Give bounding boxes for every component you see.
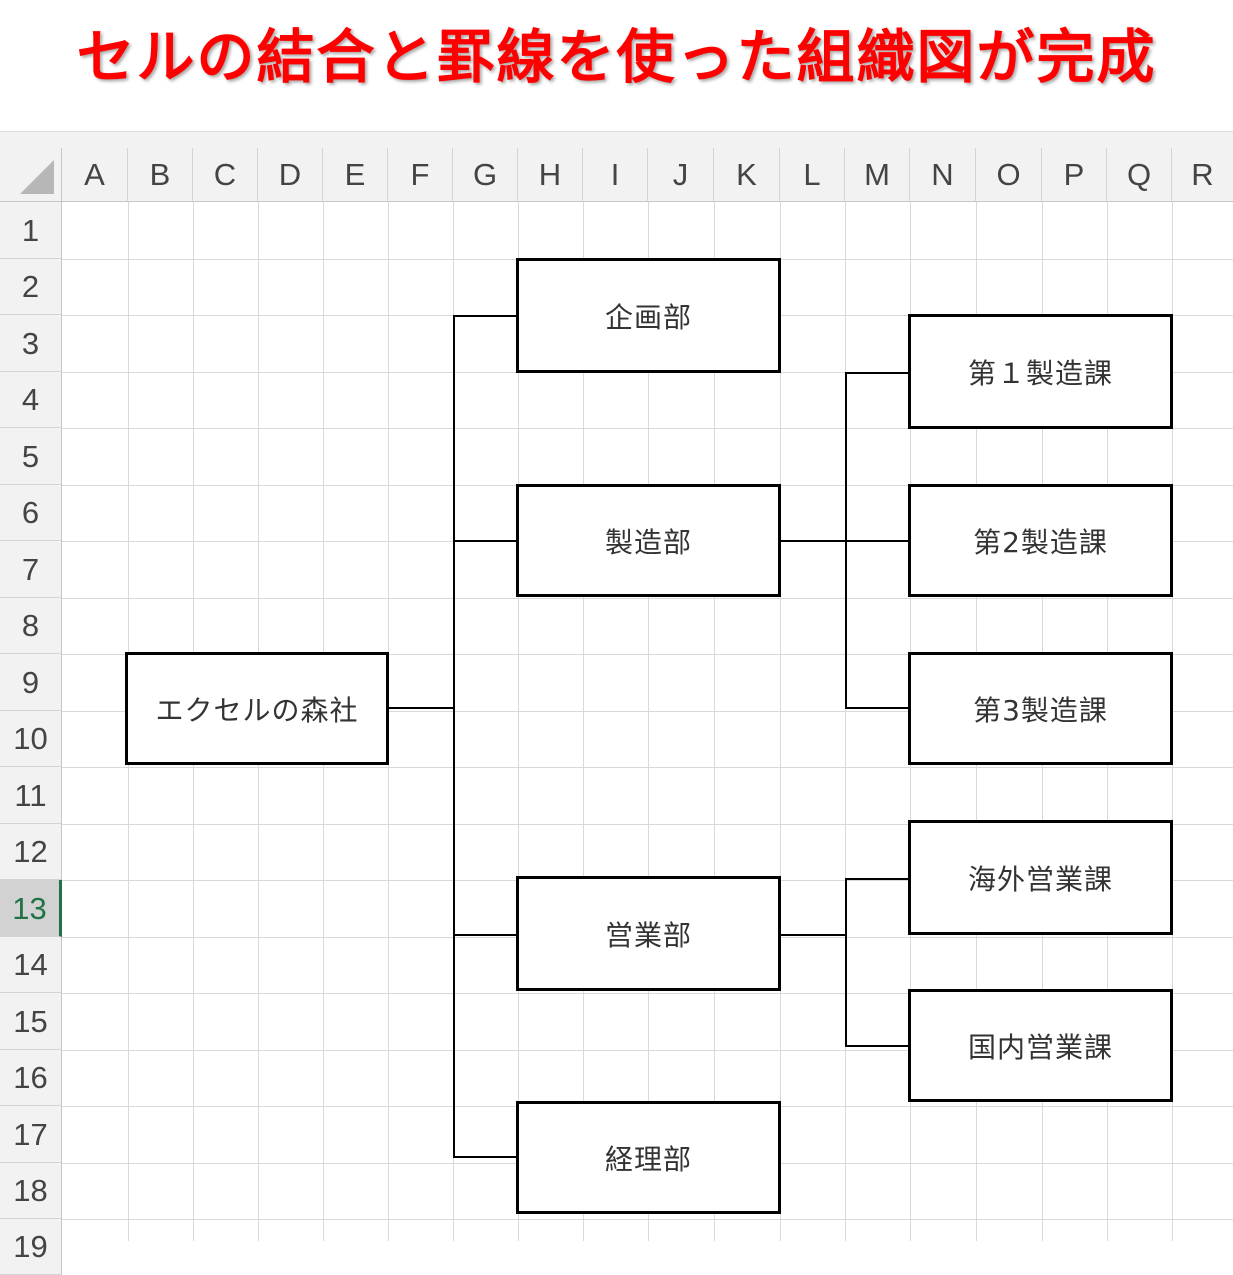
gridline xyxy=(845,202,846,1241)
org-box-label: エクセルの森社 xyxy=(155,693,359,727)
org-box-label: 製造部 xyxy=(604,525,692,559)
row-header-12[interactable]: 12 xyxy=(0,824,62,880)
column-header-p[interactable]: P xyxy=(1042,148,1107,202)
column-header-a[interactable]: A xyxy=(62,148,128,202)
row-header-9[interactable]: 9 xyxy=(0,654,62,711)
row-header-4[interactable]: 4 xyxy=(0,372,62,428)
gridline xyxy=(648,202,649,1241)
row-header-13[interactable]: 13 xyxy=(0,880,62,937)
page-title: セルの結合と罫線を使った組織図が完成 xyxy=(76,23,1157,91)
org-box-mfg2[interactable]: 第2製造課 xyxy=(908,484,1173,597)
spreadsheet: A B C D E F G H I J K L M N O P Q R 1 2 … xyxy=(0,131,1233,1275)
connector-trunk-vertical xyxy=(453,315,455,1158)
row-header-8[interactable]: 8 xyxy=(0,598,62,654)
org-box-mfg1[interactable]: 第１製造課 xyxy=(908,314,1173,429)
connector-overseas xyxy=(845,878,911,880)
column-header-c[interactable]: C xyxy=(193,148,258,202)
row-header-15[interactable]: 15 xyxy=(0,993,62,1050)
sheet-top-strip xyxy=(0,132,1233,148)
org-box-accounting[interactable]: 経理部 xyxy=(516,1101,781,1214)
row-header-11[interactable]: 11 xyxy=(0,767,62,824)
column-header-l[interactable]: L xyxy=(780,148,845,202)
column-header-q[interactable]: Q xyxy=(1107,148,1172,202)
row-header-17[interactable]: 17 xyxy=(0,1106,62,1163)
gridline xyxy=(62,767,1233,768)
connector-mfg-out xyxy=(780,540,846,542)
connector-sales xyxy=(453,934,519,936)
org-box-overseas-sales[interactable]: 海外営業課 xyxy=(908,820,1173,935)
column-header-n[interactable]: N xyxy=(910,148,976,202)
connector-planning xyxy=(453,315,519,317)
org-box-label: 第１製造課 xyxy=(967,356,1113,390)
column-header-j[interactable]: J xyxy=(648,148,714,202)
gridline xyxy=(583,202,584,1241)
select-all-icon xyxy=(20,160,54,194)
row-header-16[interactable]: 16 xyxy=(0,1050,62,1106)
gridline xyxy=(62,993,1233,994)
column-header-r[interactable]: R xyxy=(1172,148,1233,202)
org-box-label: 海外営業課 xyxy=(967,862,1113,896)
connector-mfg3 xyxy=(845,707,911,709)
row-header-18[interactable]: 18 xyxy=(0,1163,62,1219)
row-header-3[interactable]: 3 xyxy=(0,315,62,372)
org-box-label: 国内営業課 xyxy=(967,1030,1113,1064)
gridline xyxy=(62,1219,1233,1220)
connector-sales-vertical xyxy=(845,878,847,1047)
org-box-manufacturing[interactable]: 製造部 xyxy=(516,484,781,597)
row-header-1[interactable]: 1 xyxy=(0,202,62,259)
gridline xyxy=(62,654,1233,655)
connector-sales-out xyxy=(780,934,846,936)
gridline xyxy=(62,1050,1233,1051)
gridline xyxy=(780,202,781,1241)
column-header-g[interactable]: G xyxy=(453,148,518,202)
column-header-e[interactable]: E xyxy=(323,148,388,202)
column-header-m[interactable]: M xyxy=(845,148,910,202)
gridline xyxy=(714,202,715,1241)
connector-domestic xyxy=(845,1045,911,1047)
gridline xyxy=(62,711,1233,712)
org-box-label: 第2製造課 xyxy=(973,525,1108,559)
row-header-10[interactable]: 10 xyxy=(0,711,62,767)
row-header-6[interactable]: 6 xyxy=(0,485,62,541)
column-header-d[interactable]: D xyxy=(258,148,323,202)
row-header-7[interactable]: 7 xyxy=(0,541,62,598)
org-box-label: 第3製造課 xyxy=(973,693,1108,727)
column-header-b[interactable]: B xyxy=(128,148,193,202)
gridline xyxy=(518,202,519,1241)
row-header-5[interactable]: 5 xyxy=(0,428,62,485)
org-box-mfg3[interactable]: 第3製造課 xyxy=(908,652,1173,765)
row-header-2[interactable]: 2 xyxy=(0,259,62,315)
row-header-19[interactable]: 19 xyxy=(0,1219,62,1275)
gridline xyxy=(62,824,1233,825)
org-box-domestic-sales[interactable]: 国内営業課 xyxy=(908,989,1173,1102)
column-header-i[interactable]: I xyxy=(583,148,648,202)
org-box-label: 営業部 xyxy=(604,918,692,952)
select-all-corner[interactable] xyxy=(0,148,62,202)
column-header-k[interactable]: K xyxy=(714,148,780,202)
org-box-sales[interactable]: 営業部 xyxy=(516,876,781,991)
connector-mfg1 xyxy=(845,372,911,374)
connector-accounting xyxy=(453,1156,519,1158)
gridline xyxy=(62,428,1233,429)
connector-manufacturing xyxy=(453,540,519,542)
column-header-h[interactable]: H xyxy=(518,148,583,202)
gridline xyxy=(62,598,1233,599)
column-header-f[interactable]: F xyxy=(388,148,453,202)
connector-root xyxy=(388,707,454,709)
column-header-o[interactable]: O xyxy=(976,148,1042,202)
org-box-label: 経理部 xyxy=(604,1142,692,1176)
org-box-root[interactable]: エクセルの森社 xyxy=(125,652,389,765)
org-box-planning[interactable]: 企画部 xyxy=(516,258,781,373)
org-box-label: 企画部 xyxy=(604,300,692,334)
connector-mfg2 xyxy=(845,540,911,542)
row-header-14[interactable]: 14 xyxy=(0,937,62,993)
